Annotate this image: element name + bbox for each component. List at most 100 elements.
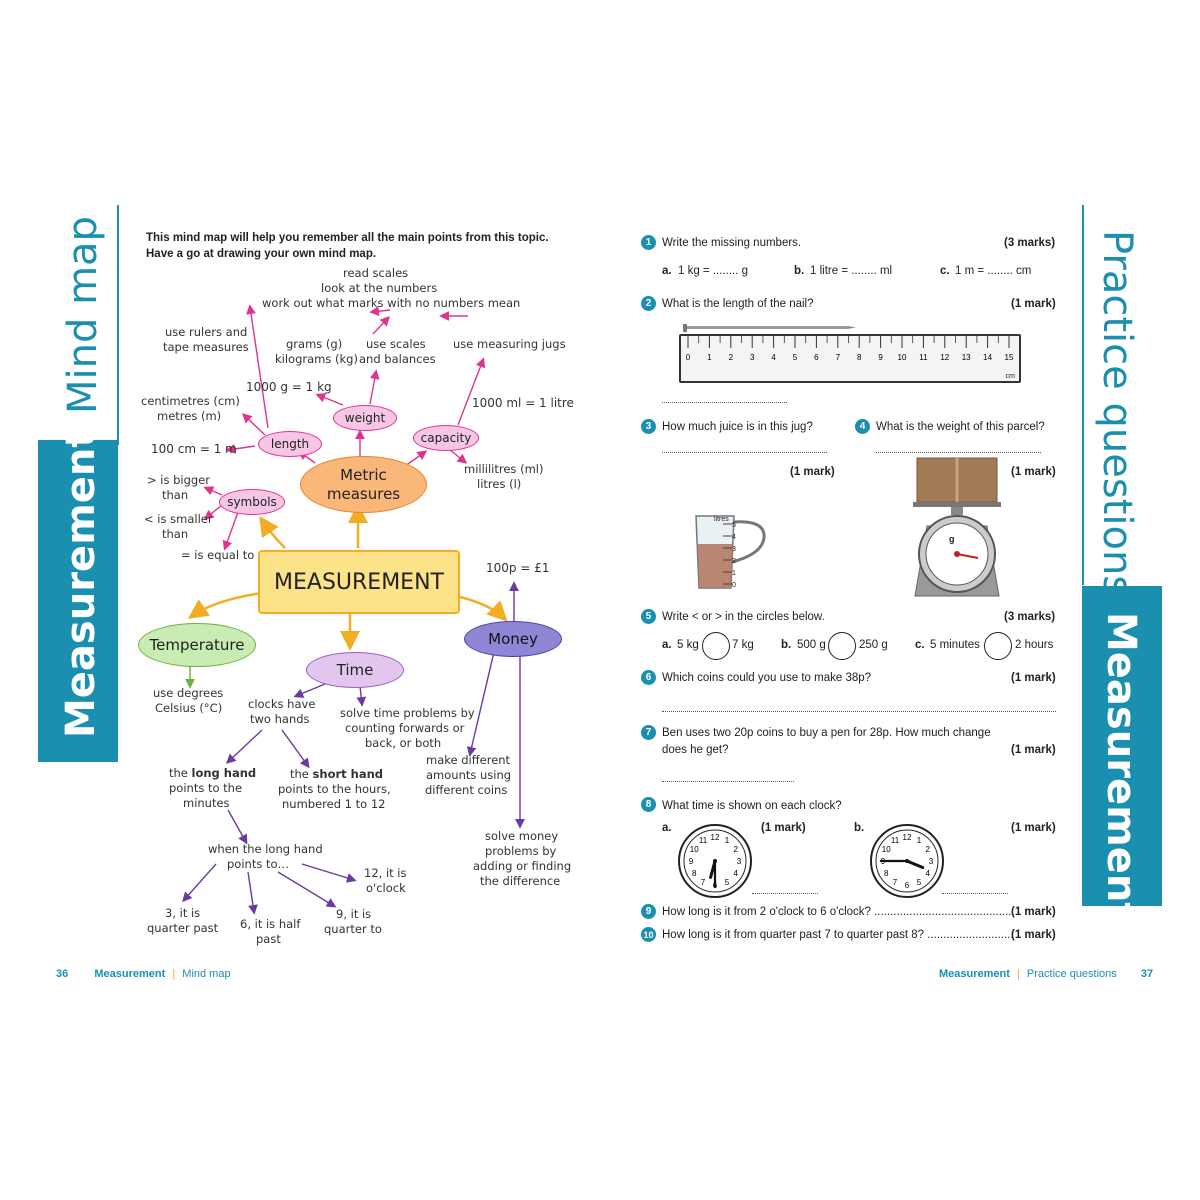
clock-number: 10 (882, 845, 891, 854)
q1-marks: (3 marks) (1004, 237, 1056, 249)
note-ml-2: litres (l) (477, 477, 522, 491)
note-m-eq: 100 cm = 1 m (151, 442, 237, 456)
right-tab-title: Measurement (1098, 612, 1144, 922)
clock-number: 1 (917, 836, 922, 845)
q1-text: Write the missing numbers. (662, 237, 802, 249)
clock-number: 5 (725, 878, 730, 887)
clock-center (905, 859, 909, 863)
q4-text: What is the weight of this parcel? (876, 421, 1045, 433)
weighing-scale (913, 457, 1001, 597)
note-solve-money-3: adding or finding (473, 859, 572, 873)
q3-answer-line (662, 452, 827, 453)
note-litre-eq: 1000 ml = 1 litre (472, 396, 574, 410)
note-make-coins-3: different coins (425, 783, 508, 797)
note-celsius-1: use degrees (153, 686, 224, 700)
clock-number: 6 (905, 881, 910, 890)
note-half-2: past (256, 932, 281, 946)
ruler-tick-label: 10 (898, 353, 907, 362)
note-work-out: work out what marks with no numbers mean (262, 296, 521, 310)
metric-label-1: Metric (340, 465, 387, 484)
note-use-rulers-1: use rulers and (165, 325, 248, 339)
jug-tick: 4 (732, 534, 736, 541)
q5-c-circle[interactable] (984, 632, 1012, 660)
long-hand-bold: long hand (191, 766, 257, 780)
note-oclock-2: o'clock (366, 881, 406, 895)
q2-text: What is the length of the nail? (662, 298, 814, 310)
q4-marks: (1 mark) (1011, 466, 1056, 478)
q5-a-left: 5 kg (677, 639, 699, 651)
left-footer-topic: Mind map (182, 968, 231, 980)
q5-b-circle[interactable] (828, 632, 856, 660)
note-cm-2: metres (m) (157, 409, 222, 423)
right-footer-page: 37 (1140, 968, 1154, 980)
note-bigger-1: > is bigger (147, 473, 211, 487)
q7-number: 7 (641, 725, 656, 740)
q4-answer-line (876, 452, 1041, 453)
symbols-label: symbols (227, 495, 277, 509)
note-make-coins-2: amounts using (426, 768, 512, 782)
node-time: Time (306, 652, 404, 688)
note-long-hand-3: minutes (183, 796, 230, 810)
q10-number: 10 (641, 927, 656, 942)
q4-number: 4 (855, 419, 870, 434)
note-use-scales-1: use scales (366, 337, 426, 351)
q1-b-label: b. (794, 265, 805, 277)
short-hand-bold: short hand (312, 767, 384, 781)
ruler-tick-label: 11 (919, 353, 928, 362)
note-q-past-1: 3, it is (165, 906, 201, 920)
time-label: Time (336, 661, 374, 679)
q1-c-text: 1 m = ........ cm (955, 265, 1032, 277)
note-solve-time-1: solve time problems by (340, 706, 475, 720)
q3-text: How much juice is in this jug? (662, 421, 813, 433)
note-oclock-1: 12, it is (364, 866, 407, 880)
q6-number: 6 (641, 670, 656, 685)
q1-number: 1 (641, 235, 656, 250)
right-footer-section: Measurement (939, 968, 1010, 980)
clock-number: 12 (903, 833, 912, 842)
right-footer-sep: | (1016, 968, 1020, 980)
right-footer: Measurement | Practice questions 37 (939, 968, 1153, 980)
note-when-2: points to… (227, 857, 290, 871)
node-weight: weight (333, 405, 397, 431)
note-long-hand-1: the long hand (169, 766, 256, 781)
center-node-label: MEASUREMENT (274, 569, 444, 595)
jug-tick: 2 (732, 558, 736, 565)
q7-answer-line (662, 781, 794, 782)
clock-number: 5 (917, 878, 922, 887)
q5-a-circle[interactable] (702, 632, 730, 660)
note-read-scales: read scales (343, 266, 409, 280)
clock-number: 11 (891, 836, 900, 845)
clock-number: 2 (734, 845, 739, 854)
note-solve-money-2: problems by (485, 844, 557, 858)
clock-number: 1 (725, 836, 730, 845)
q8-a-label: a. (662, 822, 672, 834)
ruler-tick-label: 1 (707, 353, 712, 362)
q2-answer-line (662, 402, 787, 403)
center-node-measurement: MEASUREMENT (258, 550, 460, 614)
jug-ticks: 5 4 3 2 1 0 (732, 520, 736, 592)
ruler-tick-label: 2 (729, 353, 734, 362)
clock-hour-hand (709, 859, 717, 879)
q1-b-text: 1 litre = ........ ml (810, 265, 893, 277)
q8-text: What time is shown on each clock? (662, 800, 842, 812)
jug-tick: 3 (732, 546, 736, 553)
ruler-tick-label: 7 (836, 353, 841, 362)
note-half-1: 6, it is half (240, 917, 301, 931)
temperature-label: Temperature (149, 636, 245, 654)
q1-a-text: 1 kg = ........ g (678, 265, 748, 277)
right-tab (1082, 586, 1162, 906)
q1-a-label: a. (662, 265, 672, 277)
intro-line-2: Have a go at drawing your own mind map. (146, 248, 377, 260)
clock-hour-hand (905, 859, 925, 870)
note-clocks-1: clocks have (248, 697, 316, 711)
note-solve-money-1: solve money (485, 829, 559, 843)
nail (683, 324, 856, 332)
note-smaller-2: than (162, 527, 189, 541)
clock-number: 4 (734, 869, 739, 878)
intro-line-1: This mind map will help you remember all… (146, 232, 549, 244)
ruler-tick-label: 13 (962, 353, 971, 362)
